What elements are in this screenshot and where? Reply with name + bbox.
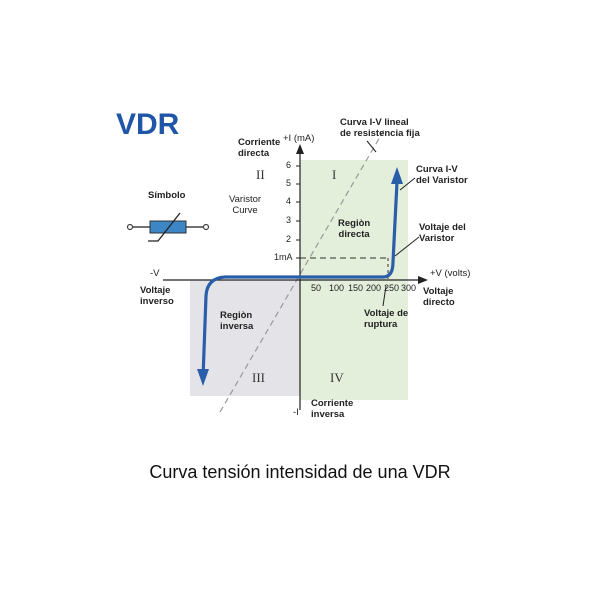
leader-linear (366, 140, 377, 153)
quadrant-3-label: III (252, 370, 265, 385)
y-tick-4: 4 (286, 196, 292, 206)
leader-varistor-iv (399, 177, 416, 191)
quadrant-1-label: I (332, 167, 337, 182)
simbolo-label: Símbolo (148, 190, 186, 201)
quadrant-4-label: IV (330, 370, 344, 385)
y-axis-negative-label: -I (293, 407, 299, 418)
y-tick-5: 5 (286, 178, 292, 188)
voltaje-varistor-annotation: Voltaje del Varistor (419, 222, 466, 244)
x-axis-arrow (418, 276, 428, 284)
diagram-title: VDR (116, 108, 180, 141)
x-axis-negative-label: -V (150, 268, 160, 279)
curve-arrow-bottom (197, 369, 209, 386)
x-tick-150: 150 (348, 283, 364, 293)
x-tick-200: 200 (366, 283, 382, 293)
y-axis-arrow (296, 144, 304, 154)
x-tick-100: 100 (329, 283, 345, 293)
voltaje-inverso-label: Voltaje inverso (140, 285, 174, 307)
linear-resistance-line (219, 129, 385, 413)
y-tick-6: 6 (286, 160, 292, 170)
region-inversa-label: Regiòn inversa (220, 310, 254, 332)
corriente-directa-label: Corriente directa (238, 137, 281, 159)
curve-arrow-top (391, 167, 403, 184)
voltaje-directo-label: Voltaje directo (423, 286, 455, 308)
varistor-symbol (126, 212, 210, 242)
quadrant-2-label: II (256, 167, 265, 182)
varistor-curve (201, 181, 399, 379)
y-tick-2: 2 (286, 234, 292, 244)
x-tick-300: 300 (401, 283, 417, 293)
varistor-curve-label: Varistor Curve (229, 194, 262, 216)
x-tick-250: 250 (384, 283, 400, 293)
x-tick-50: 50 (311, 283, 322, 293)
leader-voltaje-varistor (394, 236, 420, 257)
linear-curve-annotation: Curva I-V lineal de resistencia fija (340, 117, 420, 139)
leader-ruptura (382, 285, 387, 307)
region-directa-label: Regiòn directa (338, 218, 371, 240)
y-axis-positive-label: +I (mA) (283, 133, 315, 144)
corriente-inversa-label: Corriente inversa (311, 398, 354, 420)
varistor-iv-annotation: Curva I-V del Varistor (416, 164, 468, 186)
figure-caption: Curva tensión intensidad de una VDR (149, 462, 451, 482)
x-axis-positive-label: +V (volts) (430, 268, 471, 279)
y-tick-1ma: 1mA (274, 252, 293, 262)
quadrant-3-fill (190, 280, 300, 396)
voltaje-ruptura-annotation: Voltaje de ruptura (364, 308, 409, 330)
y-tick-3: 3 (286, 215, 292, 225)
